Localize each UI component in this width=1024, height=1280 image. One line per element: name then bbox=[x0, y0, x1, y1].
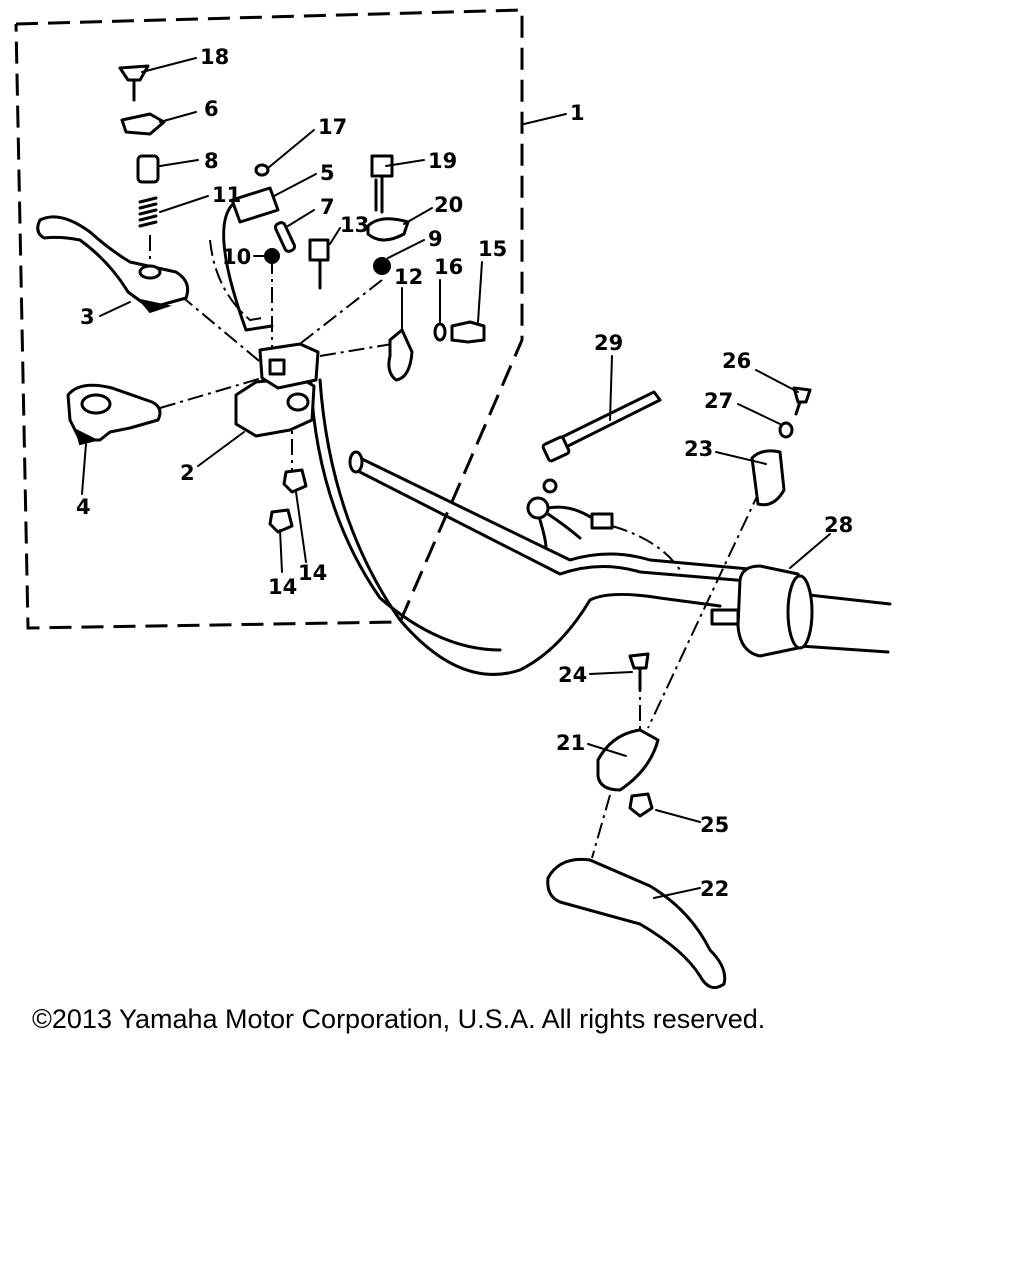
copyright-notice: ©2013 Yamaha Motor Corporation, U.S.A. A… bbox=[32, 1004, 766, 1034]
lever-part-22 bbox=[546, 857, 727, 990]
callout-labels: 1 18 6 8 11 17 5 7 10 13 19 20 9 12 16 1… bbox=[76, 45, 853, 901]
switch-wiring bbox=[526, 478, 614, 550]
lever-part-3 bbox=[36, 215, 190, 314]
callout-13: 13 bbox=[340, 213, 369, 237]
callout-28: 28 bbox=[824, 513, 853, 537]
leader-lines bbox=[81, 57, 831, 899]
callout-9: 9 bbox=[428, 227, 443, 251]
callout-3: 3 bbox=[80, 305, 95, 329]
callout-21: 21 bbox=[556, 731, 585, 755]
callout-20: 20 bbox=[434, 193, 463, 217]
hardware-parts bbox=[118, 64, 486, 534]
holder-part-21 bbox=[596, 652, 660, 818]
callout-26: 26 bbox=[722, 349, 751, 373]
callout-18: 18 bbox=[200, 45, 229, 69]
callout-12: 12 bbox=[394, 265, 423, 289]
callout-5: 5 bbox=[320, 161, 335, 185]
cover-part-5 bbox=[222, 186, 280, 332]
callout-6: 6 bbox=[204, 97, 219, 121]
callout-4: 4 bbox=[76, 495, 91, 519]
callout-14-right: 14 bbox=[298, 561, 327, 585]
callout-1: 1 bbox=[570, 101, 585, 125]
callout-29: 29 bbox=[594, 331, 623, 355]
callout-15: 15 bbox=[478, 237, 507, 261]
callout-24: 24 bbox=[558, 663, 587, 687]
exploded-parts-diagram: 1 18 6 8 11 17 5 7 10 13 19 20 9 12 16 1… bbox=[14, 8, 892, 990]
callout-11: 11 bbox=[212, 183, 241, 207]
callout-23: 23 bbox=[684, 437, 713, 461]
bracket-part-2 bbox=[234, 342, 320, 438]
callout-8: 8 bbox=[204, 149, 219, 173]
callout-2: 2 bbox=[180, 461, 195, 485]
callout-7: 7 bbox=[320, 195, 335, 219]
handlebar bbox=[308, 358, 892, 676]
assembly-guide-lines bbox=[149, 235, 761, 859]
callout-17: 17 bbox=[318, 115, 347, 139]
callout-19: 19 bbox=[428, 149, 457, 173]
assembly-boundary bbox=[14, 8, 524, 630]
holder-part-23 bbox=[750, 386, 812, 507]
holder-part-4 bbox=[66, 383, 162, 446]
callout-14-left: 14 bbox=[268, 575, 297, 599]
cable-tie-part-29 bbox=[541, 390, 662, 463]
callout-22: 22 bbox=[700, 877, 729, 901]
callout-16: 16 bbox=[434, 255, 463, 279]
callout-25: 25 bbox=[700, 813, 729, 837]
callout-27: 27 bbox=[704, 389, 733, 413]
switch-part-28 bbox=[710, 564, 814, 658]
callout-10: 10 bbox=[222, 245, 251, 269]
